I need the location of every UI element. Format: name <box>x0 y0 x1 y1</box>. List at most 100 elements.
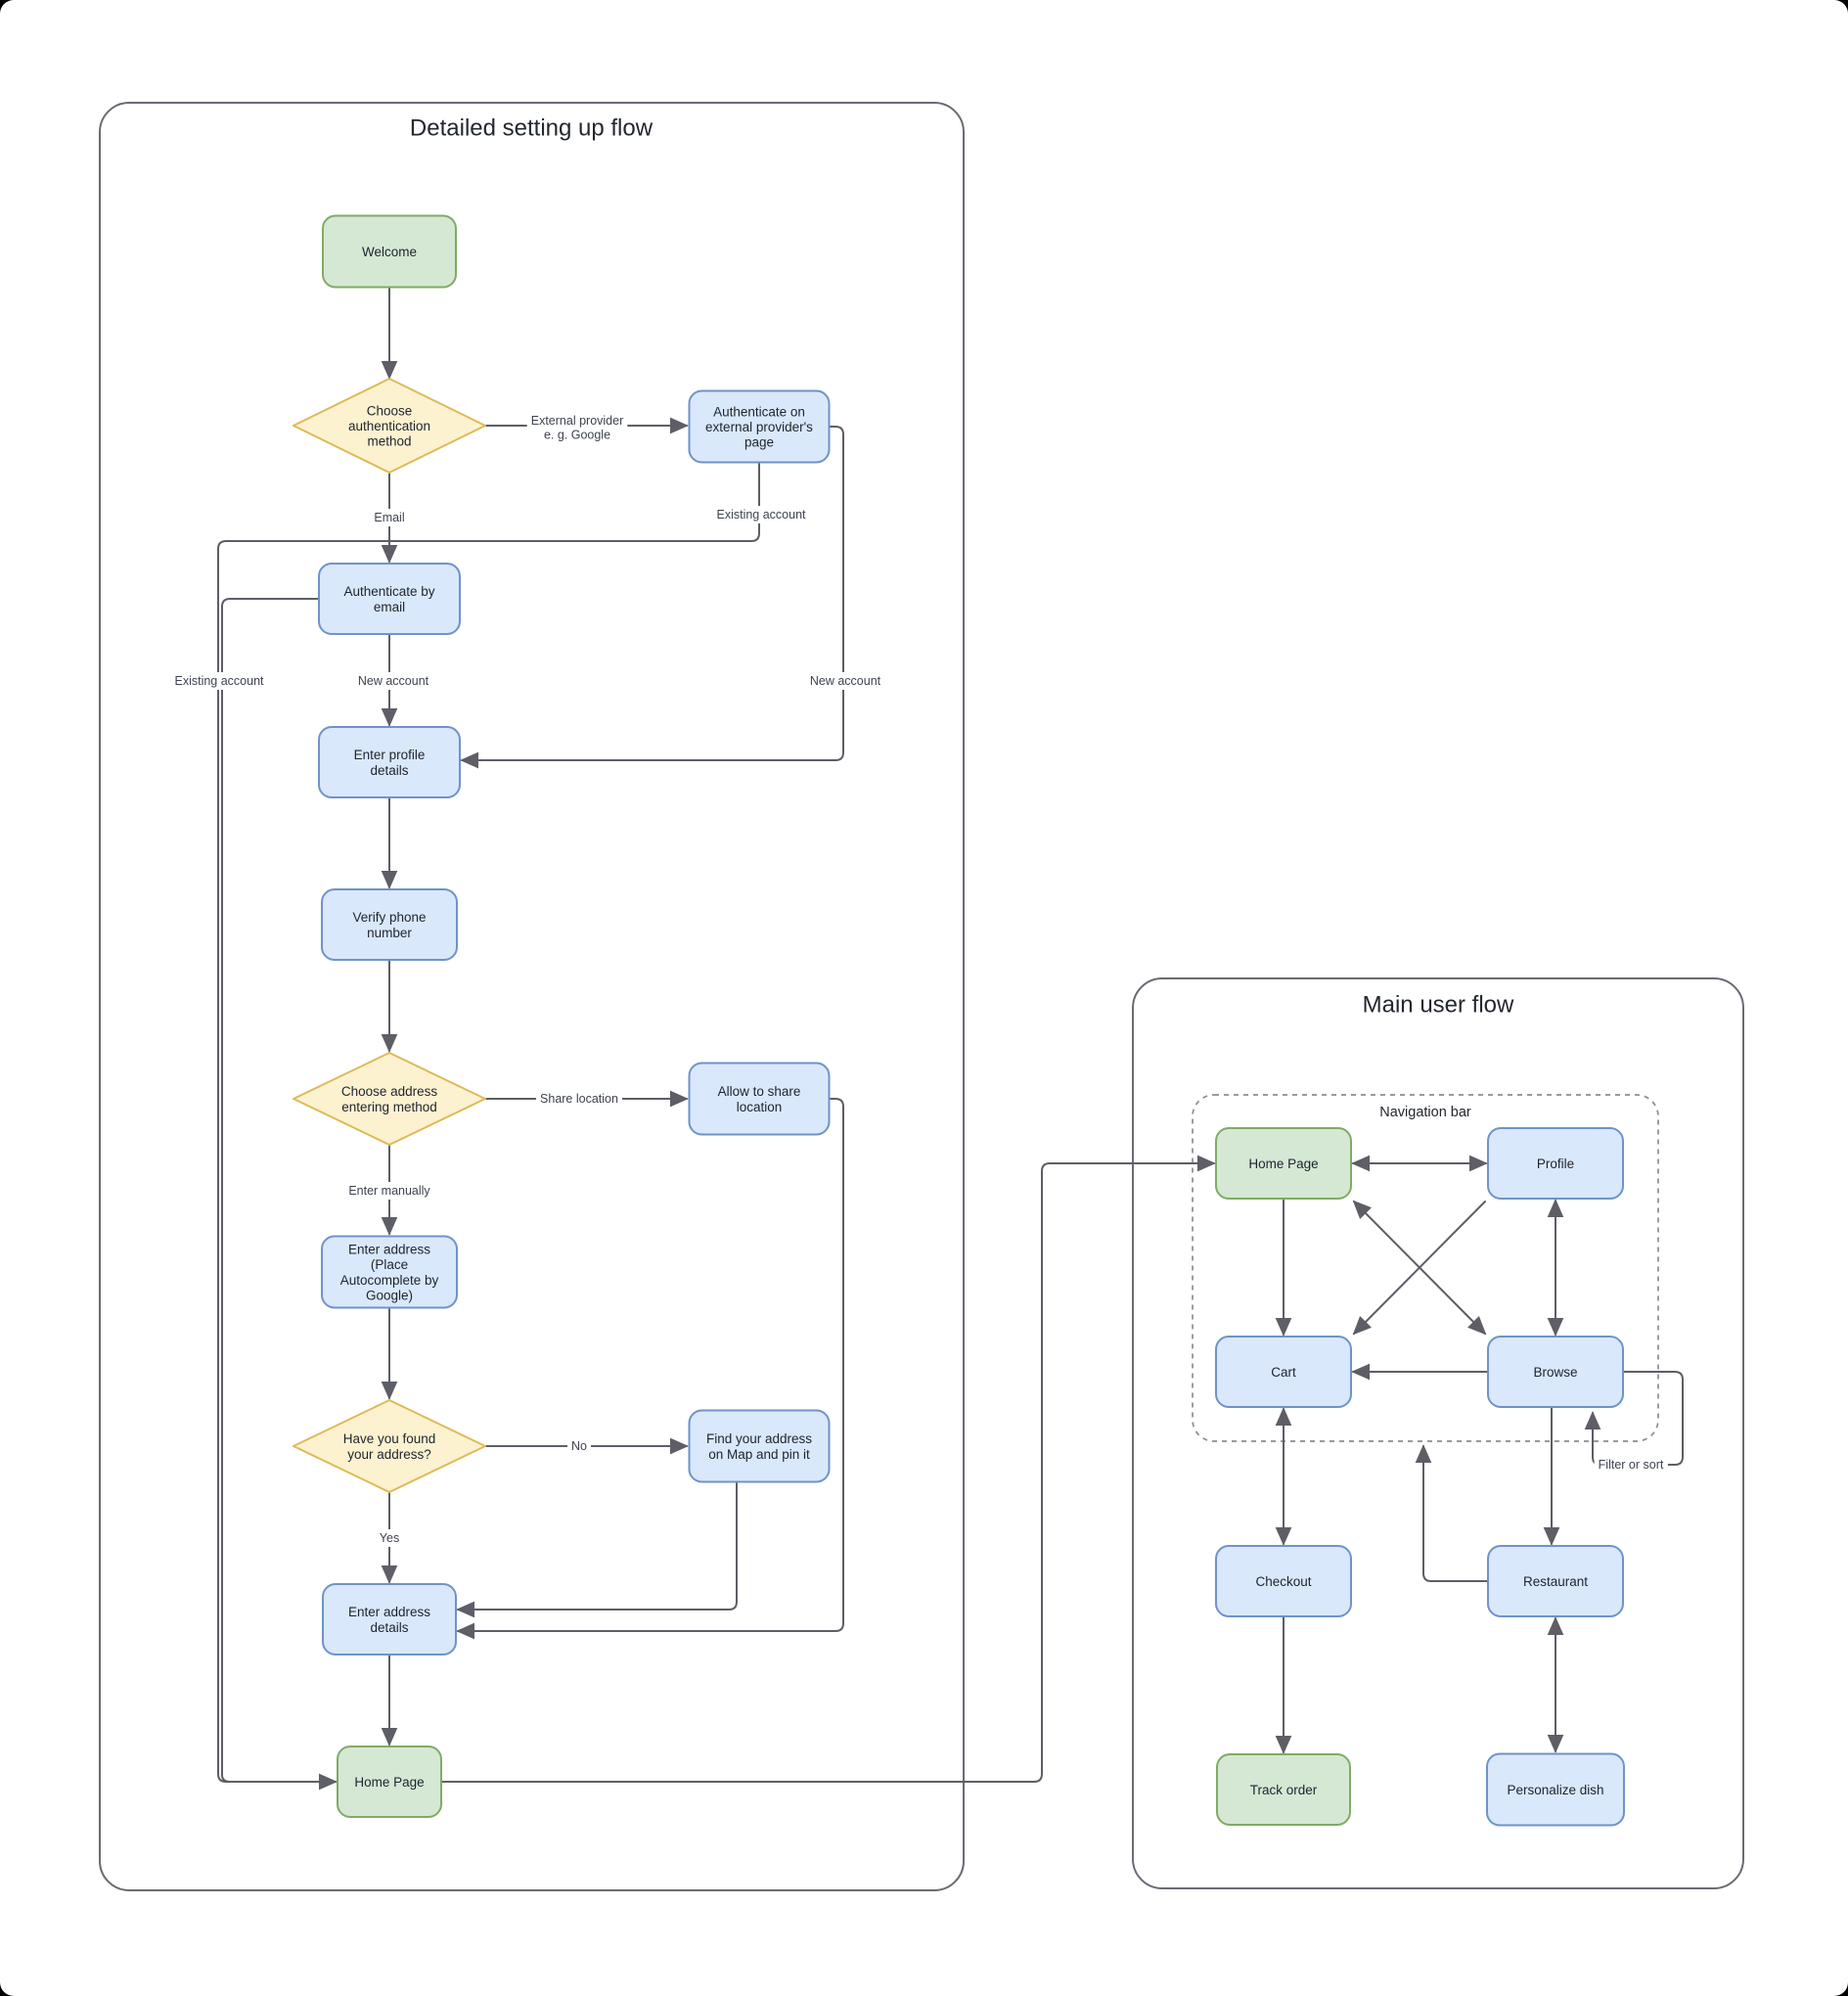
container-title-main-flow: Main user flow <box>1363 992 1514 1019</box>
node-browse: Browse <box>1487 1336 1624 1408</box>
container-border-main-flow <box>1132 977 1744 1889</box>
node-shape-enter-address-autocomplete <box>321 1235 458 1309</box>
label-enter-manually-bg <box>344 1182 435 1200</box>
label-existing-account-external-text: Existing account <box>716 508 806 522</box>
label-new-account-external-text: New account <box>810 674 881 688</box>
edge-external-existing-to-home <box>217 462 760 1791</box>
node-shape-welcome <box>322 214 457 289</box>
node-shape-have-you-found-address <box>293 1399 486 1493</box>
label-no-text: No <box>571 1439 587 1453</box>
container-title-setup-flow: Detailed setting up flow <box>410 115 654 142</box>
node-label-browse: Browse <box>1533 1365 1577 1380</box>
node-shape-choose-address-method <box>293 1052 486 1146</box>
node-label-checkout: Checkout <box>1255 1574 1311 1589</box>
edge-label-label-existing-account-email: Existing account <box>170 672 269 690</box>
node-label-welcome: Welcome <box>362 245 417 259</box>
node-shape-cart <box>1215 1336 1352 1408</box>
edge-profile-to-cart-diagonal <box>1352 1201 1486 1336</box>
label-no-bg <box>567 1437 592 1455</box>
node-shape-enter-address-details <box>322 1583 457 1656</box>
label-yes-text: Yes <box>380 1531 399 1545</box>
edge-find-to-details <box>456 1481 738 1618</box>
node-shape-personalize-dish <box>1486 1752 1625 1827</box>
container-main-flow: Main user flow <box>1132 977 1744 1889</box>
node-profile: Profile <box>1487 1127 1624 1200</box>
container-border-setup-flow <box>99 102 965 1891</box>
node-shape-allow-share-location <box>688 1062 831 1136</box>
label-filter-or-sort-text: Filter or sort <box>1599 1458 1664 1472</box>
node-shape-track-order <box>1216 1753 1351 1826</box>
label-existing-account-email-bg <box>170 672 269 690</box>
node-label-personalize-dish: Personalize dish <box>1507 1783 1603 1797</box>
container-border-navigation-bar <box>1192 1094 1659 1442</box>
label-share-location-text: Share location <box>540 1092 618 1106</box>
container-navigation-bar: Navigation bar <box>1192 1094 1659 1442</box>
label-existing-account-email-text: Existing account <box>174 674 264 688</box>
node-checkout: Checkout <box>1215 1545 1352 1617</box>
edge-email-existing-to-home <box>221 598 337 1783</box>
node-shape-auth-by-email <box>318 563 461 635</box>
node-label-profile: Profile <box>1537 1157 1574 1171</box>
edge-label-label-no: No <box>567 1437 592 1455</box>
node-personalize-dish: Personalize dish <box>1486 1752 1625 1827</box>
label-filter-or-sort-bg <box>1594 1456 1668 1474</box>
node-shape-profile <box>1487 1127 1624 1200</box>
node-home-page-setup: Home Page <box>337 1746 442 1818</box>
edge-label-label-enter-manually: Enter manually <box>344 1182 435 1200</box>
edge-label-label-existing-account-external: Existing account <box>712 506 811 523</box>
container-title-navigation-bar: Navigation bar <box>1379 1105 1471 1120</box>
edge-setup-home-to-main-home <box>440 1155 1216 1783</box>
edge-allow-to-details <box>456 1098 844 1640</box>
node-label-home-page-setup: Home Page <box>354 1775 424 1790</box>
edge-layer <box>217 287 1684 1791</box>
node-shape-checkout <box>1215 1545 1352 1617</box>
edge-label-label-share-location: Share location <box>536 1090 623 1108</box>
node-shape-browse <box>1487 1336 1624 1408</box>
label-enter-manually-text: Enter manually <box>348 1184 430 1198</box>
node-shape-enter-profile-details <box>318 726 461 798</box>
label-share-location-bg <box>536 1090 623 1108</box>
node-shape-restaurant <box>1487 1545 1624 1617</box>
node-label-track-order: Track order <box>1250 1783 1318 1797</box>
edge-external-new-to-profile <box>460 426 844 769</box>
label-new-account-email-bg <box>353 672 433 690</box>
edge-label-label-new-account-external: New account <box>805 672 885 690</box>
label-existing-account-external-bg <box>712 506 811 523</box>
node-shape-auth-external-provider <box>688 389 831 464</box>
node-label-home-page-main: Home Page <box>1248 1157 1318 1171</box>
node-shape-find-address-on-map <box>688 1409 831 1483</box>
node-cart: Cart <box>1215 1336 1352 1408</box>
label-new-account-email-text: New account <box>358 674 429 688</box>
node-home-page-main: Home Page <box>1215 1127 1352 1200</box>
node-shape-home-page-setup <box>337 1746 442 1818</box>
node-track-order: Track order <box>1216 1753 1351 1826</box>
container-setup-flow: Detailed setting up flow <box>99 102 965 1891</box>
node-restaurant: Restaurant <box>1487 1545 1624 1617</box>
label-yes-bg <box>375 1529 404 1547</box>
